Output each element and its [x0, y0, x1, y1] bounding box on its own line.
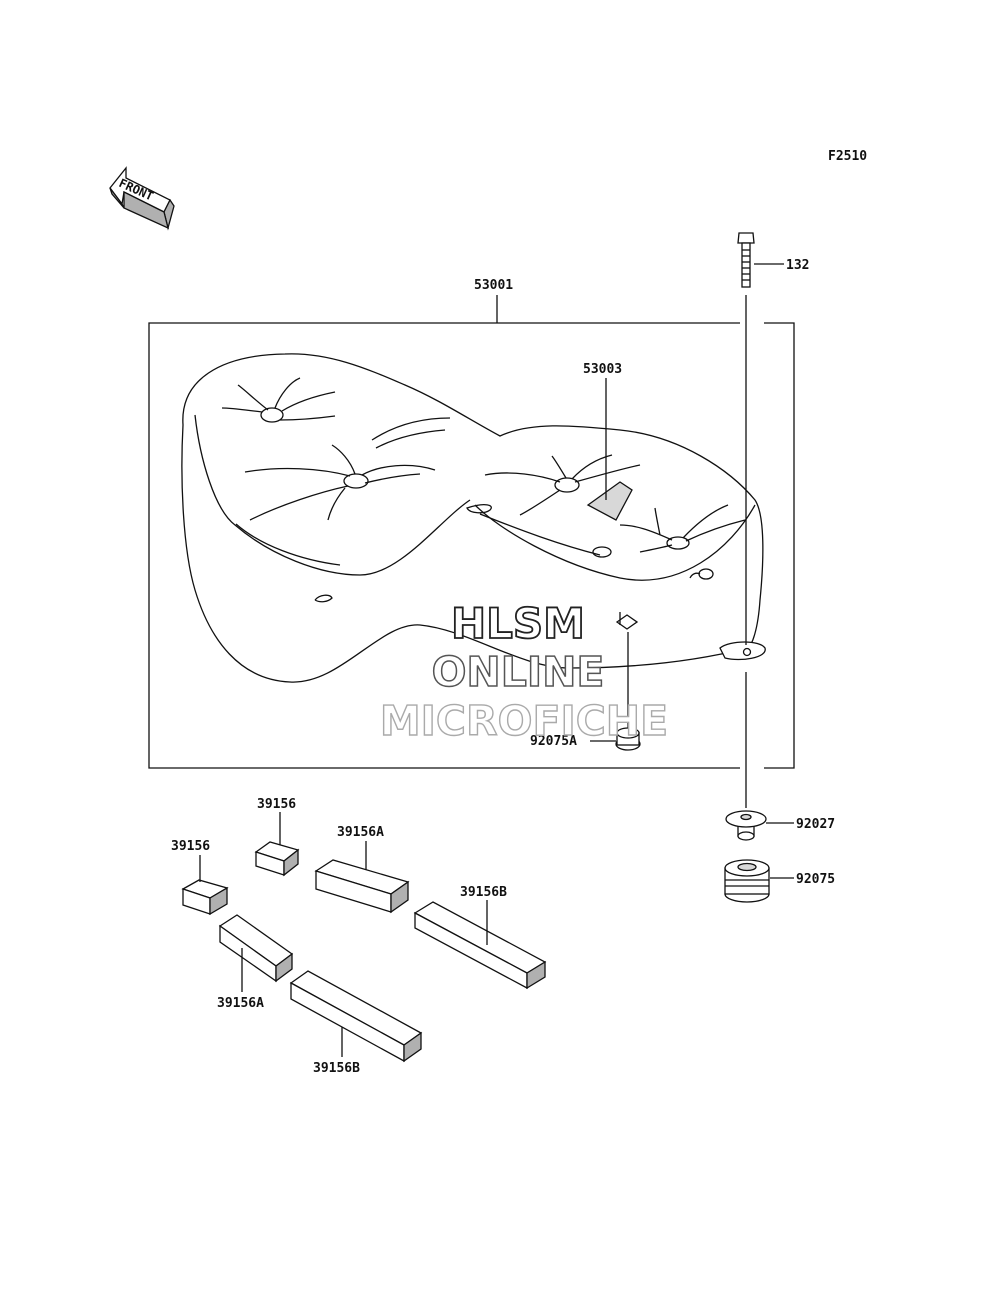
- damper-92075: [724, 859, 770, 903]
- pad-39156-upper: [254, 841, 300, 877]
- part-92027-label: 92027: [796, 817, 835, 832]
- part-132-label: 132: [786, 258, 809, 273]
- pad-39156B-lower: [289, 970, 423, 1063]
- watermark: HLSM ONLINE MICROFICHE: [379, 598, 669, 746]
- pad-39156A-upper: [314, 859, 410, 914]
- pad-39156-lower: [181, 879, 229, 916]
- part-92075-label: 92075: [796, 872, 835, 887]
- collar-92027: [725, 810, 767, 841]
- damper-92075A: [615, 632, 641, 751]
- watermark-line-3: MICROFICHE: [380, 697, 668, 745]
- part-92075A-label: 92075A: [530, 734, 577, 749]
- watermark-line-1: HLSM: [451, 599, 585, 648]
- part-39156-lower-label: 39156: [171, 839, 210, 854]
- pad-39156B-upper: [413, 901, 547, 990]
- part-53001-label: 53001: [474, 278, 513, 293]
- part-39156A-upper-label: 39156A: [337, 825, 384, 840]
- part-39156B-lower-label: 39156B: [313, 1061, 360, 1076]
- bolt-132: [737, 232, 755, 288]
- seat-drawing: [181, 353, 766, 683]
- part-53003-label: 53003: [583, 362, 622, 377]
- seat-assembly-bracket: [148, 295, 795, 769]
- pad-39156A-lower: [218, 914, 294, 983]
- part-39156-upper-label: 39156: [257, 797, 296, 812]
- part-39156A-lower-label: 39156A: [217, 996, 264, 1011]
- front-arrow-icon: FRONT: [109, 166, 175, 231]
- watermark-line-2: ONLINE: [432, 648, 605, 696]
- part-39156B-upper-label: 39156B: [460, 885, 507, 900]
- figure-code: F2510: [828, 149, 867, 164]
